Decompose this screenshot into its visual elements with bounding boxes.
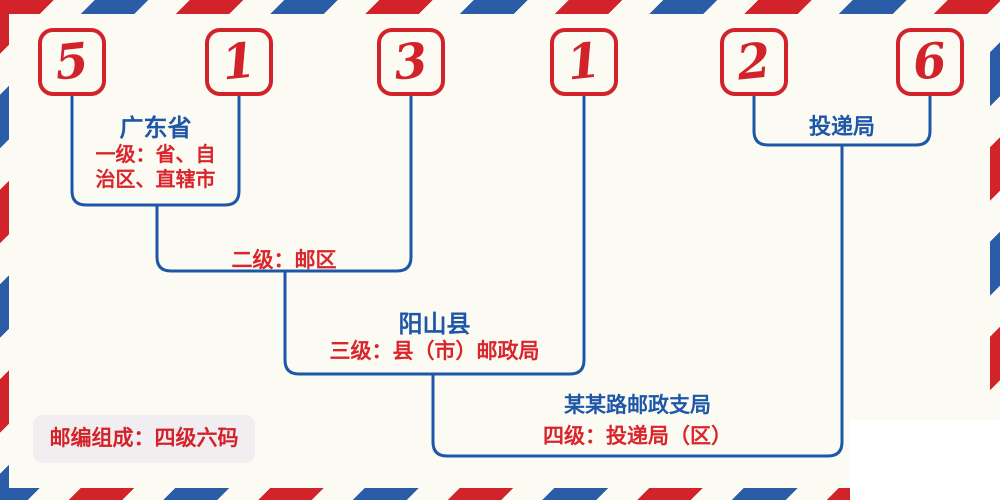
level3-place: 阳山县 — [398, 311, 471, 338]
level2-annotation: 二级：邮区 — [157, 248, 411, 274]
digit-box-6: 6 — [896, 28, 964, 96]
delivery-label: 投递局 — [808, 114, 875, 139]
digit-box-1: 5 — [38, 28, 106, 96]
digit-box-4: 1 — [550, 28, 618, 96]
level4-place: 某某路邮政支局 — [564, 394, 711, 417]
level1-desc-line2: 治区、直辖市 — [95, 169, 216, 191]
digit-box-3: 3 — [377, 28, 445, 96]
composition-badge: 邮编组成：四级六码 — [33, 415, 255, 463]
bracket-level4 — [431, 145, 844, 458]
level3-desc: 三级：县（市）邮政局 — [329, 340, 540, 363]
diagram-background — [9, 14, 990, 488]
bracket-delivery — [752, 96, 932, 147]
level1-desc-line1: 一级：省、自 — [95, 144, 216, 166]
level1-place: 广东省 — [119, 115, 192, 142]
level4-annotation: 某某路邮政支局 四级：投递局（区） — [433, 391, 842, 453]
delivery-annotation: 投递局 — [754, 112, 930, 141]
digit-box-5: 2 — [720, 28, 788, 96]
level4-desc: 四级：投递局（区） — [543, 425, 732, 448]
level1-annotation: 广东省 一级：省、自 治区、直辖市 — [72, 114, 239, 193]
digit-box-2: 1 — [205, 28, 273, 96]
level2-desc: 二级：邮区 — [231, 249, 337, 272]
corner-white-patch — [850, 420, 1000, 500]
level3-annotation: 阳山县 三级：县（市）邮政局 — [285, 310, 584, 365]
